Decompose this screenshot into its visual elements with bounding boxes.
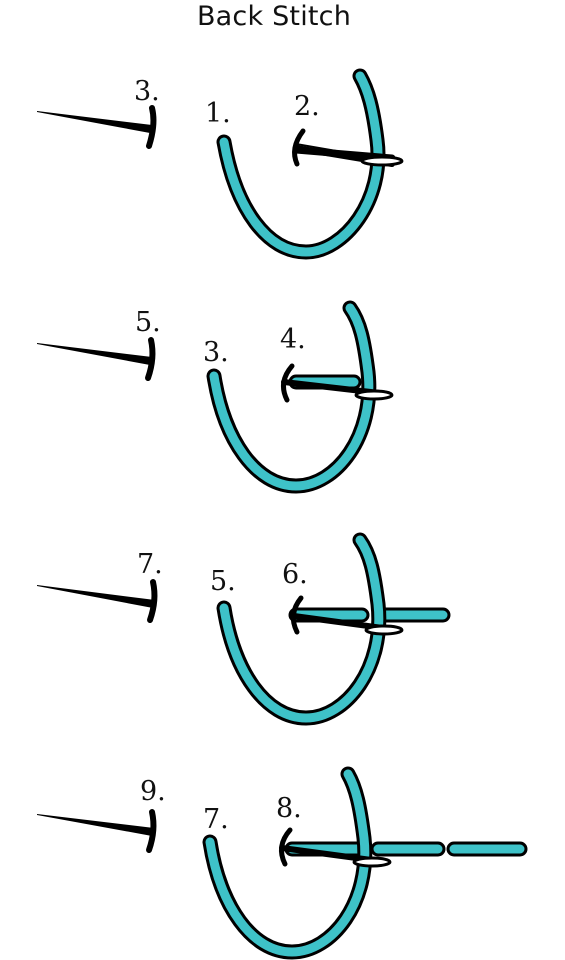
needle-icon [37,105,157,149]
completed-stitch [446,841,528,857]
out-label: 7. [203,804,229,835]
completed-stitch [370,841,446,857]
needle-through-icon [280,363,394,403]
out-label: 3. [203,337,229,368]
in-label: 8. [276,793,302,824]
out-label: 1. [205,98,231,129]
in-label: 4. [280,324,306,355]
thread-loop [206,300,377,494]
thread-loop [216,68,386,260]
diagram-title: Back Stitch [196,1,352,32]
in-label: 6. [282,559,308,590]
thread-loop [216,532,387,726]
step-3: 7. 5. 6. [37,532,451,726]
needle-icon [37,579,158,623]
needle-label: 3. [134,76,160,107]
needle-label: 9. [140,776,166,807]
needle-through-icon [290,595,404,636]
step-4: 9. 7. 8. [37,766,528,960]
step-2: 5. 3. 4. [37,300,394,494]
needle-label: 7. [137,549,163,580]
in-label: 2. [294,91,320,122]
needle-through-icon [292,128,404,167]
out-label: 5. [210,566,236,597]
needle-icon [37,809,157,853]
needle-label: 5. [135,307,161,338]
needle-through-icon [278,827,392,868]
needle-icon [37,337,156,381]
step-1: 3. 1. 2. [37,68,404,260]
thread-loop [202,766,373,960]
